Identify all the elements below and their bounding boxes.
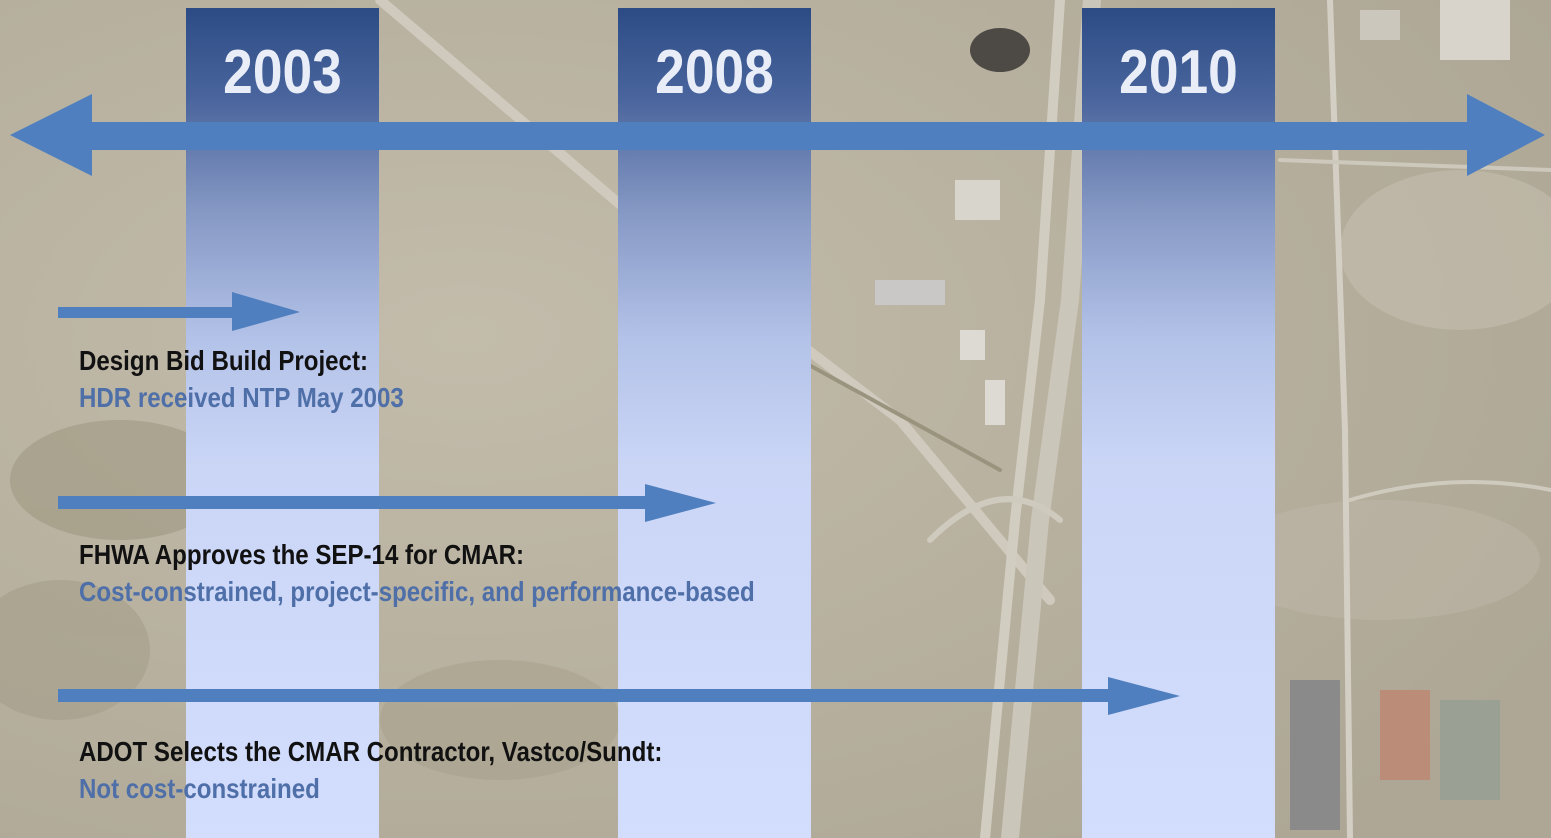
year-label-2003: 2003 [223,38,342,107]
main-timeline-arrow [10,94,1545,176]
event-arrow-2008 [58,484,716,522]
building-patches [875,0,1510,830]
event-arrow-2010 [58,677,1180,715]
event-2010: ADOT Selects the CMAR Contractor, Vastco… [79,733,662,807]
event-arrow-2003 [58,292,300,331]
event-detail: Cost-constrained, project-specific, and … [79,576,755,607]
event-heading: ADOT Selects the CMAR Contractor, Vastco… [79,736,663,767]
year-label-2008: 2008 [655,38,774,107]
event-heading: Design Bid Build Project: [79,345,368,376]
event-detail: HDR received NTP May 2003 [79,382,404,413]
event-2003: Design Bid Build Project: HDR received N… [79,342,404,416]
event-heading: FHWA Approves the SEP-14 for CMAR: [79,539,525,570]
event-detail: Not cost-constrained [79,773,320,804]
year-label-2010: 2010 [1119,38,1238,107]
event-2008: FHWA Approves the SEP-14 for CMAR: Cost-… [79,536,755,610]
